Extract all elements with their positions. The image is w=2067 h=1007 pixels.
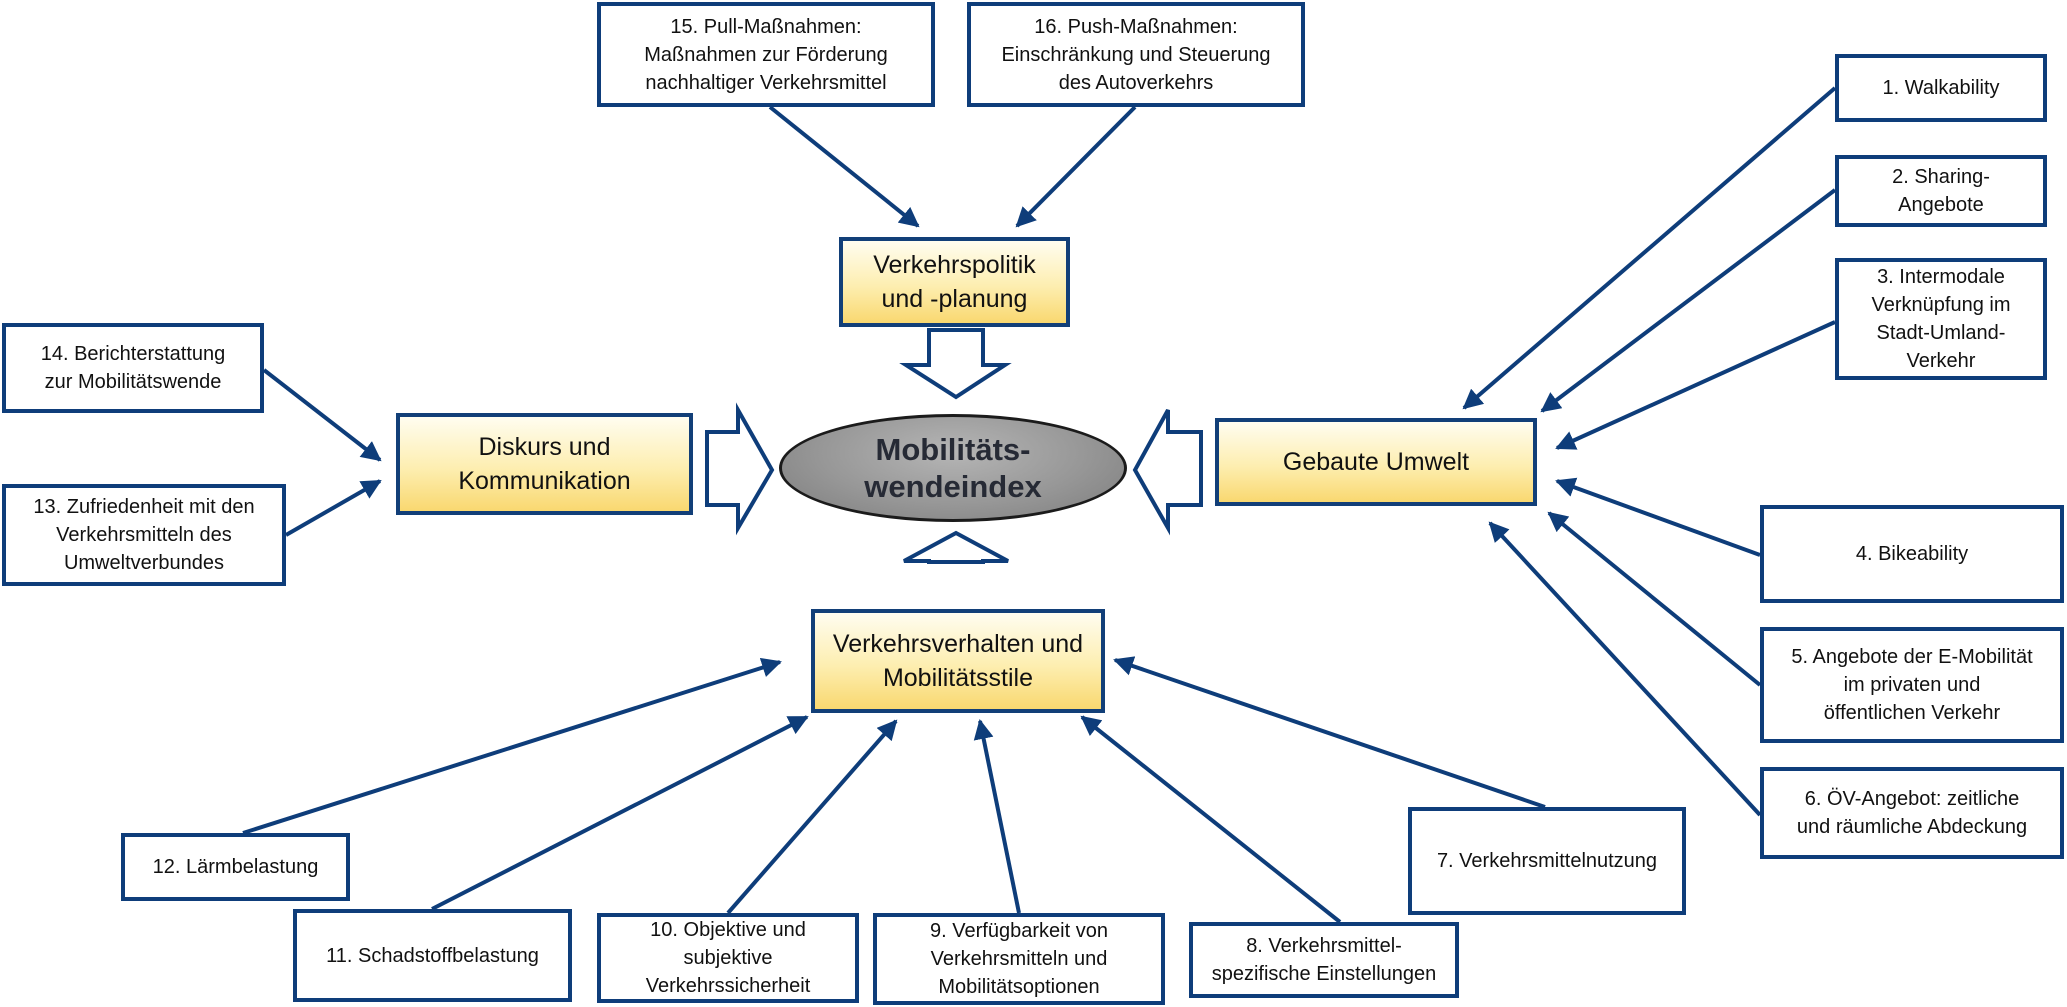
indicator-6: 6. ÖV-Angebot: zeitliche und räumliche A… [1760,767,2064,859]
arrow-5-to-umwelt [1547,511,1762,687]
indicator-10: 10. Objektive und subjektive Verkehrssic… [597,913,859,1003]
category-verkehrsverhalten: Verkehrsverhalten und Mobilitätsstile [811,609,1105,713]
arrow-14-to-diskurs [262,368,382,462]
arrow-16-to-politik [1015,105,1137,228]
arrow-10-to-verhalten [726,719,898,915]
indicator-1: 1. Walkability [1835,54,2047,122]
indicator-3: 3. Intermodale Verknüpfung im Stadt-Umla… [1835,258,2047,380]
arrow-13-to-diskurs [285,479,382,537]
block-arrow-left [1132,409,1203,536]
indicator-11: 11. Schadstoffbelastung [293,909,572,1002]
category-verkehrspolitik: Verkehrspolitik und -planung [839,237,1070,327]
indicator-12: 12. Lärmbelastung [121,833,350,901]
arrow-12-to-verhalten [242,657,782,835]
indicator-16: 16. Push-Maßnahmen: Einschränkung und St… [967,2,1305,107]
indicator-14: 14. Berichterstattung zur Mobilitätswend… [2,323,264,413]
category-diskurs: Diskurs und Kommunikation [396,413,693,515]
indicator-15: 15. Pull-Maßnahmen: Maßnahmen zur Förder… [597,2,935,107]
indicator-13: 13. Zufriedenheit mit den Verkehrsmittel… [2,484,286,586]
arrow-4-to-umwelt [1555,477,1761,557]
arrow-9-to-verhalten [973,719,1021,914]
indicator-9: 9. Verfügbarkeit von Verkehrsmitteln und… [873,913,1165,1005]
arrow-3-to-umwelt [1555,320,1836,450]
arrow-7-to-verhalten [1113,656,1546,809]
arrow-6-to-umwelt [1488,521,1762,817]
arrow-2-to-umwelt [1540,188,1837,413]
arrow-11-to-verhalten [431,715,809,911]
arrow-8-to-verhalten [1080,715,1342,924]
block-arrow-right [705,402,775,536]
category-gebaute-umwelt: Gebaute Umwelt [1215,418,1537,506]
indicator-8: 8. Verkehrsmittel- spezifische Einstellu… [1189,922,1459,998]
block-arrow-down [899,328,1012,400]
indicator-2: 2. Sharing- Angebote [1835,155,2047,227]
arrow-15-to-politik [768,105,920,228]
center-ellipse: Mobilitäts- wendeindex [779,414,1127,522]
block-arrow-up [903,530,1009,564]
arrow-1-to-umwelt [1462,86,1837,410]
indicator-4: 4. Bikeability [1760,505,2064,603]
indicator-5: 5. Angebote der E-Mobilität im privaten … [1760,627,2064,743]
indicator-7: 7. Verkehrsmittelnutzung [1408,807,1686,915]
